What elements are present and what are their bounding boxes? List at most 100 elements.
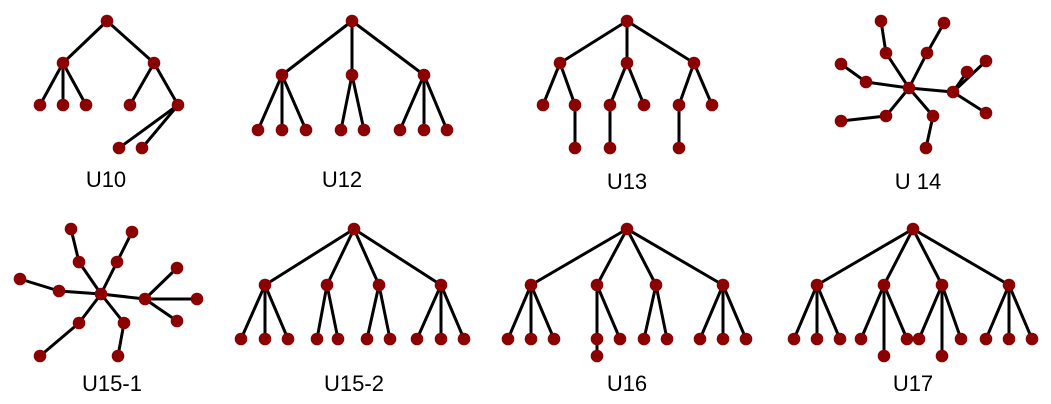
graph-node <box>434 278 448 292</box>
graph-node <box>874 14 888 28</box>
graph-label: U15-1 <box>82 371 142 396</box>
graph-edge <box>350 19 426 77</box>
graph-edges <box>38 19 180 150</box>
graph-edge <box>61 61 88 107</box>
graph-node <box>946 85 960 99</box>
graph-node <box>434 332 448 346</box>
graph-edge <box>38 321 81 358</box>
graph-node <box>787 332 801 346</box>
graph-label: U10 <box>86 167 126 192</box>
graph-node <box>334 123 348 137</box>
graph-edge <box>57 289 103 296</box>
graph-node <box>94 287 108 301</box>
graph-u15-1: U15-1 <box>13 222 204 396</box>
graph-edge <box>325 227 356 287</box>
graph-u17: U17 <box>787 222 1039 396</box>
graph-label: U13 <box>607 169 647 194</box>
graph-edge <box>506 283 533 341</box>
graph-node <box>524 278 538 292</box>
graph-node <box>110 255 124 269</box>
graph-edges <box>18 227 199 358</box>
graph-edge <box>239 283 267 341</box>
graph-node <box>603 98 617 112</box>
graph-edges <box>792 227 1034 358</box>
graph-edge <box>882 227 915 287</box>
graph-edge <box>350 73 366 132</box>
graph-node <box>919 141 933 155</box>
graph-node <box>440 123 454 137</box>
graph-edge <box>365 283 381 341</box>
graph-edge <box>558 19 629 65</box>
graph-label: U15-2 <box>324 371 384 396</box>
graph-node <box>258 278 272 292</box>
graph-node <box>879 46 893 60</box>
graph-nodes <box>234 222 471 346</box>
graph-node <box>979 54 993 68</box>
graph-node <box>960 65 974 79</box>
graph-node <box>935 349 949 363</box>
graph-edge <box>698 283 725 341</box>
graph-edge <box>280 73 308 132</box>
graph-edge <box>1007 283 1034 341</box>
graph-node <box>1025 332 1039 346</box>
graph-edge <box>625 227 725 287</box>
graph-edge <box>18 277 61 293</box>
graph-edge <box>864 80 911 90</box>
graph-node <box>417 123 431 137</box>
graph-edges <box>239 227 466 341</box>
graph-edge <box>415 283 443 341</box>
graph-node <box>716 278 730 292</box>
graph-node <box>859 75 873 89</box>
graph-edge <box>152 61 180 107</box>
graph-node <box>52 284 66 298</box>
graph-node <box>56 56 70 70</box>
graph-node <box>879 109 893 123</box>
graph-u13: U13 <box>536 14 719 194</box>
graph-node <box>410 332 424 346</box>
graph-edge <box>117 103 180 150</box>
graph-edge <box>61 19 109 65</box>
graph-node <box>900 332 914 346</box>
graph-node <box>672 141 686 155</box>
graph-u15-2: U15-2 <box>234 222 471 396</box>
graph-edge <box>595 283 622 341</box>
graph-edge <box>105 19 156 65</box>
graph-label: U12 <box>322 167 362 192</box>
graph-node <box>347 222 361 236</box>
graph-edge <box>339 73 354 132</box>
graph-node <box>457 332 471 346</box>
graph-node <box>810 278 824 292</box>
graph-edge <box>625 19 696 65</box>
graph-node <box>417 68 431 82</box>
graph-node <box>620 56 634 70</box>
graph-nodes <box>13 222 204 363</box>
graph-edge <box>917 283 944 341</box>
graph-node <box>275 123 289 137</box>
graph-node <box>877 278 891 292</box>
graph-node <box>171 98 185 112</box>
graph-node <box>117 316 131 330</box>
graph-node <box>1002 332 1016 346</box>
graph-node <box>281 332 295 346</box>
graph-node <box>937 16 951 30</box>
graph-edge <box>77 260 103 296</box>
graph-node <box>72 255 86 269</box>
graph-edge <box>128 61 156 107</box>
graph-node <box>536 98 550 112</box>
graph-node <box>906 222 920 236</box>
graph-edges <box>256 19 449 132</box>
graph-edge <box>815 283 842 341</box>
graph-node <box>111 349 125 363</box>
graph-edge <box>654 283 669 341</box>
graph-node <box>547 332 561 346</box>
graph-edge <box>529 227 629 287</box>
graph-node <box>603 141 617 155</box>
graph-node <box>568 98 582 112</box>
graph-node <box>64 222 78 236</box>
graph-node <box>345 14 359 28</box>
graph-u12: U12 <box>251 14 454 192</box>
graph-edge <box>558 61 577 107</box>
graph-node <box>56 98 70 112</box>
graph-node <box>524 332 538 346</box>
